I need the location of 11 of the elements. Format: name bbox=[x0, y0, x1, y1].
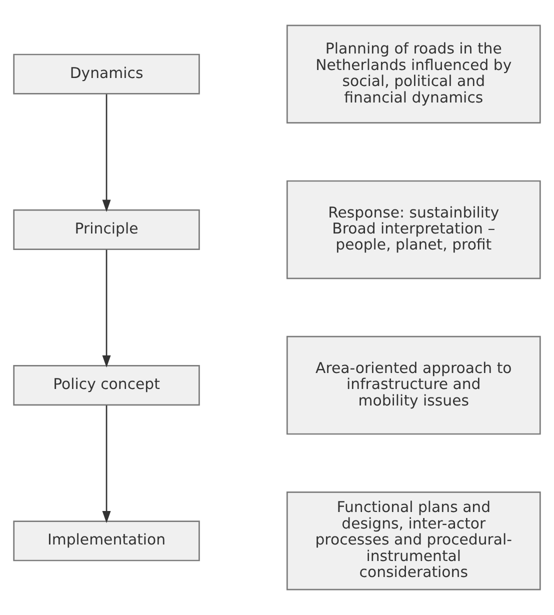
node-box: Principle bbox=[13, 209, 200, 250]
node-box: Response: sustainbility Broad interpretation – people, planet, profit bbox=[286, 180, 541, 280]
arrow bbox=[102, 250, 111, 368]
node-box: Area-oriented approach to infrastructure and mobility issues bbox=[286, 336, 541, 435]
node-box: Implementation bbox=[13, 520, 200, 562]
node-box: Planning of roads in the Netherlands influenced by social, political and financial dynamics bbox=[286, 24, 541, 124]
node-box: Policy concept bbox=[13, 365, 200, 406]
node-box: Dynamics bbox=[13, 54, 200, 94]
arrow bbox=[102, 405, 111, 524]
arrow bbox=[102, 94, 111, 212]
node-box: Functional plans and designs, inter-actor processes and procedural-instrumental considerations bbox=[286, 492, 541, 590]
